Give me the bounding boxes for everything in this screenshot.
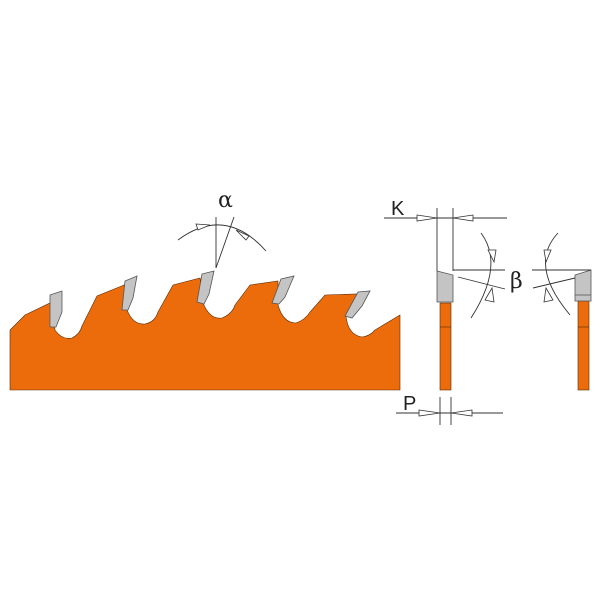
carbide-tooth-4 bbox=[271, 275, 295, 305]
blade-plate-side-2 bbox=[577, 300, 590, 391]
carbide-tip-side bbox=[436, 270, 454, 303]
carbide-tooth-5 bbox=[344, 290, 371, 319]
arrow-icon bbox=[418, 409, 441, 417]
arrow-icon bbox=[452, 214, 474, 222]
arrow-icon bbox=[487, 249, 497, 264]
beta-arc bbox=[470, 232, 492, 319]
arrow-icon bbox=[450, 409, 473, 417]
beta-label: β bbox=[510, 269, 523, 294]
carbide-tooth-1 bbox=[49, 290, 63, 328]
alpha-hook-line bbox=[215, 216, 235, 269]
arrow-icon bbox=[543, 286, 554, 303]
alpha-label: α bbox=[218, 188, 233, 213]
arrow-icon bbox=[543, 249, 552, 264]
arrow-icon bbox=[484, 286, 495, 303]
plate-label: P bbox=[403, 393, 416, 415]
carbide-tooth-3 bbox=[196, 270, 215, 305]
carbide-tip-side-2 bbox=[574, 269, 592, 302]
arrow-icon bbox=[235, 229, 250, 241]
blade-body bbox=[9, 277, 401, 391]
beta-arc-2 bbox=[545, 232, 571, 316]
arrow-icon bbox=[195, 223, 211, 231]
kerf-label: K bbox=[391, 198, 405, 220]
carbide-tooth-2 bbox=[121, 275, 138, 311]
arrow-icon bbox=[416, 214, 438, 222]
blade-plate-side bbox=[439, 302, 452, 391]
alpha-arc bbox=[177, 224, 267, 252]
